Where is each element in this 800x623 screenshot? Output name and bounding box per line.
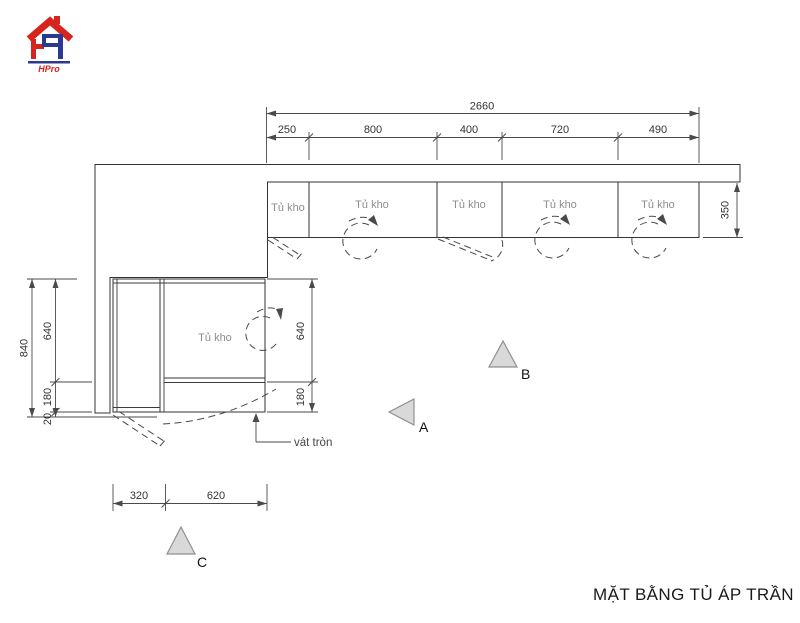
logo-letter-h xyxy=(31,39,44,59)
logo-text: HPro xyxy=(38,64,60,74)
dim-bottom-segment: 620 xyxy=(207,490,225,502)
cabinet-label: Tủ kho xyxy=(271,202,305,214)
dim-segment: 720 xyxy=(551,124,569,136)
marker-label: B xyxy=(521,366,530,382)
triangle-marker-icon xyxy=(387,398,415,426)
cabinet-label: Tủ kho xyxy=(452,199,486,211)
dim-inner-segment: 180 xyxy=(295,388,307,406)
marker-a: A xyxy=(387,398,429,435)
left-dimensions: 840 640 180 20 xyxy=(19,278,157,425)
triangle-marker-icon xyxy=(487,339,519,368)
dim-inner-segment: 640 xyxy=(295,322,307,340)
door-rotation-icon xyxy=(245,307,283,351)
door-rotation-icon xyxy=(631,214,667,259)
cabinet-label: Tủ kho xyxy=(355,199,389,211)
depth-dimension: 350 xyxy=(703,183,743,238)
door-swing-icon xyxy=(437,236,504,262)
triangle-marker-icon xyxy=(166,525,196,555)
marker-b: B xyxy=(487,339,530,382)
dim-segment: 250 xyxy=(278,124,296,136)
dim-left-total: 840 xyxy=(19,339,31,357)
dim-segment: 800 xyxy=(364,124,382,136)
left-cabinet: Tủ kho xyxy=(112,278,266,413)
dim-depth: 350 xyxy=(720,201,732,219)
door-swing-icon xyxy=(112,388,277,447)
inner-right-dimensions: 640 180 xyxy=(267,278,318,413)
marker-label: C xyxy=(197,554,207,570)
logo-roof-icon xyxy=(26,16,74,42)
dim-left-segment: 180 xyxy=(42,388,54,406)
top-dimensions: 2660 250 800 400 720 490 xyxy=(266,101,700,163)
wall-section xyxy=(94,164,741,414)
door-swing-icon xyxy=(267,237,304,260)
drawing-title: MẶT BẰNG TỦ ÁP TRẦN xyxy=(593,585,794,604)
brand-logo: HPro xyxy=(26,16,74,74)
dim-left-segment: 640 xyxy=(42,322,54,340)
logo-chimney-icon xyxy=(54,16,60,24)
door-rotation-icon xyxy=(342,215,378,260)
corner-note: vát tròn xyxy=(252,413,332,449)
wall-hatch xyxy=(94,164,741,414)
dim-left-segment: 20 xyxy=(42,413,54,425)
door-rotation-icon xyxy=(534,214,570,259)
dim-bottom-segment: 320 xyxy=(130,490,148,502)
logo-underline xyxy=(28,61,70,64)
corner-note-label: vát tròn xyxy=(294,437,332,449)
dim-segment: 400 xyxy=(460,124,478,136)
marker-c: C xyxy=(166,525,207,570)
cabinet-label: Tủ kho xyxy=(641,199,675,211)
dim-segment: 490 xyxy=(649,124,667,136)
top-cabinet-row: Tủ kho Tủ kho Tủ kho Tủ kho Tủ kho xyxy=(267,181,700,238)
bottom-dimensions: 320 620 xyxy=(112,484,268,511)
marker-label: A xyxy=(419,419,429,435)
dim-top-total: 2660 xyxy=(470,101,494,113)
cabinet-label: Tủ kho xyxy=(198,332,232,344)
logo-letter-p xyxy=(42,34,63,59)
cabinet-label: Tủ kho xyxy=(543,199,577,211)
